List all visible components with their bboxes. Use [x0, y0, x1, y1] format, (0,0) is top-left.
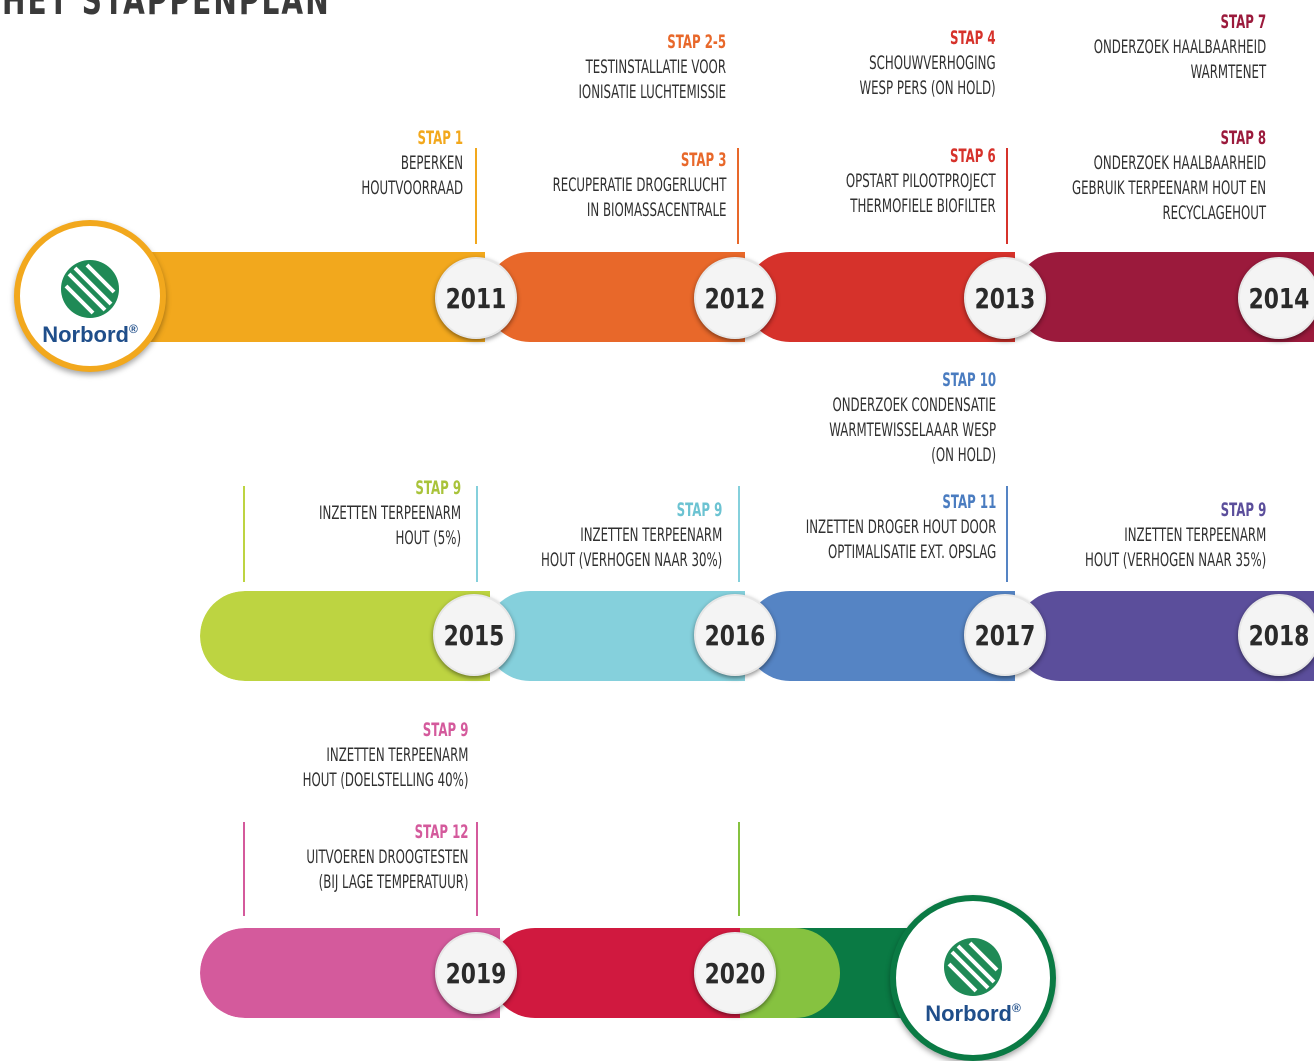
- note-stap-1: STAP 1 BEPERKEN HOUTVOORRAAD: [361, 127, 463, 199]
- connector-stap-9-2016-right: [738, 486, 740, 582]
- note-stap-11: STAP 11 INZETTEN DROGER HOUT DOOR OPTIMA…: [805, 491, 996, 563]
- note-stap-9-2019: STAP 9 INZETTEN TERPEENARM HOUT (DOELSTE…: [302, 719, 468, 791]
- note-stap-4: STAP 4 SCHOUWVERHOGING WESP PERS (ON HOL…: [859, 27, 996, 99]
- note-stap-9-2016: STAP 9 INZETTEN TERPEENARM HOUT (VERHOGE…: [540, 499, 722, 571]
- year-badge-2017: 2017: [964, 594, 1046, 676]
- connector-2020: [738, 822, 740, 916]
- year-badge-2012: 2012: [694, 257, 776, 339]
- connector-stap-12-right: [476, 822, 478, 916]
- year-label: 2011: [445, 281, 507, 315]
- year-label: 2017: [974, 618, 1036, 652]
- year-label: 2018: [1248, 618, 1310, 652]
- connector-stap-12-left: [243, 822, 245, 916]
- note-stap-12: STAP 12 UITVOEREN DROOGTESTEN (BIJ LAGE …: [305, 821, 468, 893]
- note-stap-9-2018: STAP 9 INZETTEN TERPEENARM HOUT (VERHOGE…: [1084, 499, 1266, 571]
- note-stap-3: STAP 3 RECUPERATIE DROGERLUCHT IN BIOMAS…: [552, 149, 726, 221]
- note-stap-9-2015: STAP 9 INZETTEN TERPEENARM HOUT (5%): [318, 477, 461, 549]
- year-badge-2011: 2011: [435, 257, 517, 339]
- year-label: 2013: [974, 281, 1036, 315]
- note-stap-8: STAP 8 ONDERZOEK HAALBAARHEID GEBRUIK TE…: [1071, 127, 1266, 224]
- note-stap-2-5: STAP 2-5 TESTINSTALLATIE VOOR IONISATIE …: [578, 31, 726, 103]
- connector-stap-3: [737, 148, 739, 244]
- year-label: 2012: [704, 281, 766, 315]
- year-badge-2016: 2016: [694, 594, 776, 676]
- timeline-row-2019-2020: [200, 928, 940, 1018]
- year-badge-2020: 2020: [694, 932, 776, 1014]
- norbord-logo-end: Norbord®: [890, 895, 1056, 1061]
- connector-stap-1: [475, 148, 477, 244]
- year-label: 2015: [443, 618, 505, 652]
- year-label: 2020: [704, 956, 766, 990]
- year-label: 2016: [704, 618, 766, 652]
- note-stap-7: STAP 7 ONDERZOEK HAALBAARHEID WARMTENET: [1093, 11, 1266, 83]
- year-label: 2014: [1248, 281, 1310, 315]
- year-badge-2018: 2018: [1238, 594, 1314, 676]
- connector-stap-9-2015: [243, 486, 245, 582]
- logo-wordmark: Norbord®: [42, 322, 138, 347]
- page-title: HET STAPPENPLAN: [2, 0, 331, 24]
- logo-wordmark: Norbord®: [925, 1001, 1021, 1026]
- year-badge-2015: 2015: [433, 594, 515, 676]
- note-stap-10: STAP 10 ONDERZOEK CONDENSATIE WARMTEWISS…: [829, 369, 996, 466]
- year-label: 2019: [445, 956, 507, 990]
- year-badge-2019: 2019: [435, 932, 517, 1014]
- norbord-logo-start: Norbord®: [14, 220, 166, 372]
- segment-2011: [150, 252, 485, 342]
- connector-stap-9-2016: [476, 486, 478, 582]
- note-stap-6: STAP 6 OPSTART PILOOTPROJECT THERMOFIELE…: [846, 145, 996, 217]
- year-badge-2013: 2013: [964, 257, 1046, 339]
- connector-stap-11: [1006, 486, 1008, 582]
- connector-stap-6: [1006, 148, 1008, 244]
- leaf-icon: [944, 937, 1002, 996]
- leaf-icon: [61, 259, 119, 318]
- year-badge-2014: 2014: [1238, 257, 1314, 339]
